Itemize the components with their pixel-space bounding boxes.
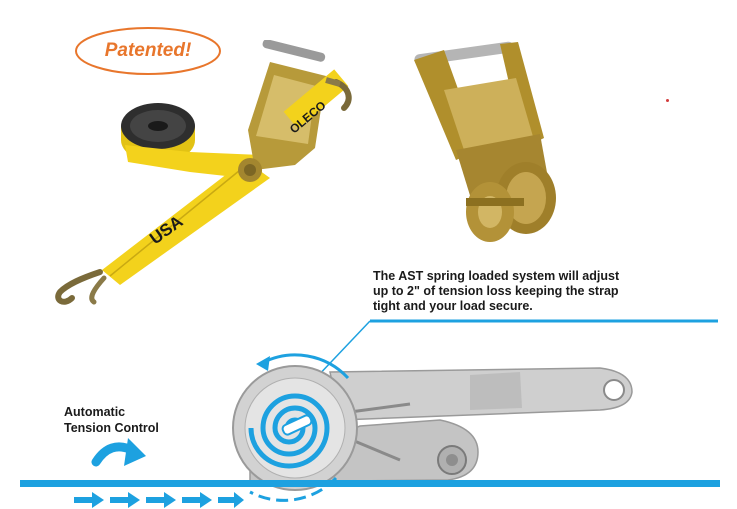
strap-line: [20, 480, 720, 487]
flow-arrows: [74, 492, 244, 508]
flow-arrow-icon: [182, 492, 212, 508]
handle-hole: [603, 379, 625, 401]
automatic-tension-label: Automatic Tension Control: [64, 404, 204, 436]
red-dot: [666, 99, 669, 102]
spring-spiral: [248, 393, 330, 469]
caption-line-1: The AST spring loaded system will adjust: [373, 269, 620, 283]
label-line-1: Automatic: [64, 405, 126, 419]
ratchet-strap-photo: USA OLECO: [55, 40, 352, 305]
flow-arrow-icon: [218, 492, 244, 508]
flow-arrow-icon: [74, 492, 104, 508]
ast-caption: The AST spring loaded system will adjust…: [373, 269, 673, 314]
flow-arrow-icon: [146, 492, 176, 508]
callout-line: [313, 320, 371, 381]
caption-line-3: tight and your load secure.: [373, 299, 533, 313]
caption-line-2: up to 2" of tension loss keeping the str…: [373, 284, 619, 298]
label-line-2: Tension Control: [64, 421, 159, 435]
patented-badge-oval: [75, 27, 221, 75]
ratchet-closeup-photo: [414, 41, 556, 242]
rotation-arc-top: [261, 353, 350, 380]
patented-badge-text: Patented!: [104, 40, 192, 61]
flow-arrow-icon: [110, 492, 140, 508]
